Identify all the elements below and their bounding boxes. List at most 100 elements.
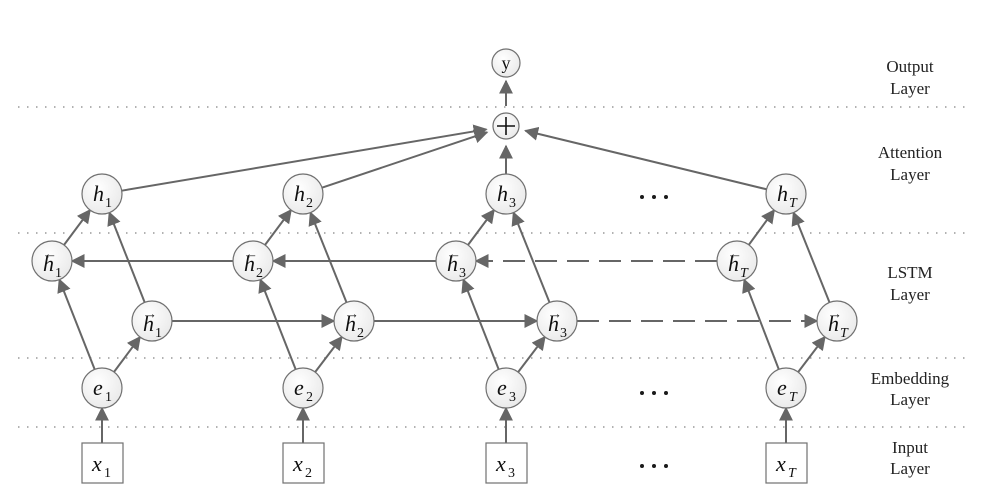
input-node-x1-box: [81, 442, 124, 484]
label-lstm-line1: LSTM: [887, 263, 932, 282]
forward-lstm-node-h2-label: h: [345, 311, 356, 336]
edge-attention-1-to-sum: [121, 124, 488, 192]
edge-backward-3-to-attention: [467, 208, 495, 246]
input-node-x3-box: [485, 442, 528, 484]
attention-node-hT-label: h: [777, 181, 788, 206]
backward-lstm-node-h1-circle: [31, 240, 73, 282]
output-node-y-circle: [491, 48, 521, 78]
layer-separators: [18, 106, 970, 428]
backward-lstm-node-h1-direction-arrow: ←: [44, 246, 57, 261]
forward-lstm-node-hT-label: h: [828, 311, 839, 336]
label-attention-line1: Attention: [878, 143, 943, 162]
forward-lstm-node-h1-subscript: 1: [155, 326, 162, 341]
input-node-x1-label: x: [91, 451, 102, 476]
label-output-line1: Output: [886, 57, 934, 76]
attention-node-hT-subscript: T: [789, 196, 798, 211]
ellipsis-attention: [640, 195, 668, 199]
edge-embedding-1-to-forward: [113, 335, 141, 373]
output-node-label: y: [502, 53, 511, 73]
attention-node-h3-subscript: 3: [509, 196, 516, 211]
forward-lstm-node-hT-direction-arrow: →: [829, 306, 842, 321]
label-embedding-line2: Layer: [890, 390, 930, 409]
attention-node-h1-circle: [81, 173, 123, 215]
embedding-node-e2-subscript: 2: [306, 390, 313, 405]
embedding-node-e1-label: e: [93, 375, 103, 400]
backward-lstm-node-hT-subscript: T: [740, 266, 749, 281]
attention-node-h2-circle: [282, 173, 324, 215]
forward-lstm-node-h3-circle: [536, 300, 578, 342]
output-node-y: y: [491, 48, 521, 78]
label-embedding-line1: Embedding: [871, 369, 950, 388]
embedding-node-eT-subscript: T: [789, 390, 798, 405]
backward-lstm-node-h3-subscript: 3: [459, 266, 466, 281]
forward-lstm-node-hT-circle: [816, 300, 858, 342]
forward-lstm-node-h3-direction-arrow: →: [549, 306, 562, 321]
edge-embedding-2-to-forward: [314, 335, 343, 373]
embedding-node-eT-circle: [765, 367, 807, 409]
attention-node-h1-subscript: 1: [105, 196, 112, 211]
edge-embedding-1-to-backward: [57, 278, 96, 370]
edge-backward-2-to-attention: [264, 208, 292, 246]
forward-lstm-node-h1-direction-arrow: →: [144, 306, 157, 321]
embedding-node-e2-circle: [282, 367, 324, 409]
ellipsis-embedding: [640, 391, 668, 395]
forward-lstm-node-h2-direction-arrow: →: [346, 306, 359, 321]
edge-embedding-T-to-forward: [797, 335, 826, 373]
attention-node-h2-subscript: 2: [306, 196, 313, 211]
ellipsis-group: [640, 195, 668, 468]
attention-node-h3-label: h: [497, 181, 508, 206]
label-output-line2: Layer: [890, 79, 930, 98]
input-node-x3-subscript: 3: [508, 466, 515, 481]
edge-forward-3-to-attention: [511, 211, 551, 303]
backward-lstm-node-h1-subscript: 1: [55, 266, 62, 281]
embedding-node-e3-circle: [485, 367, 527, 409]
input-node-xT-label: x: [775, 451, 786, 476]
embedding-node-e1-circle: [81, 367, 123, 409]
input-node-x1-subscript: 1: [104, 466, 111, 481]
edge-backward-T-to-attention: [747, 209, 776, 246]
sum-node: [492, 112, 520, 140]
ellipsis-input: [640, 464, 668, 468]
edge-backward-1-to-attention: [63, 208, 91, 246]
attention-node-h3-circle: [485, 173, 527, 215]
backward-lstm-node-h2-label: h: [244, 251, 255, 276]
forward-lstm-node-h2-subscript: 2: [357, 326, 364, 341]
edge-attention-T-to-sum: [524, 126, 767, 191]
forward-lstm-node-hT-subscript: T: [840, 326, 849, 341]
forward-lstm-node-h3-subscript: 3: [560, 326, 567, 341]
backward-lstm-node-h3-circle: [435, 240, 477, 282]
attention-node-hT-circle: [765, 173, 807, 215]
input-node-x2-box: [282, 442, 325, 484]
input-node-xT-subscript: T: [788, 466, 797, 481]
forward-lstm-node-h1-circle: [131, 300, 173, 342]
backward-lstm-node-h1-label: h: [43, 251, 54, 276]
embedding-node-eT-label: e: [777, 375, 787, 400]
edge-embedding-3-to-backward: [461, 278, 500, 370]
embedding-node-e2-label: e: [294, 375, 304, 400]
input-node-x2-subscript: 2: [305, 466, 312, 481]
attention-node-h2-label: h: [294, 181, 305, 206]
backward-lstm-node-hT-circle: [716, 240, 758, 282]
embedding-node-e3-subscript: 3: [509, 390, 516, 405]
edge-forward-T-to-attention: [791, 211, 831, 303]
embedding-node-e3-label: e: [497, 375, 507, 400]
attention-node-h1-label: h: [93, 181, 104, 206]
forward-lstm-node-h2-circle: [333, 300, 375, 342]
edges: [57, 79, 831, 443]
